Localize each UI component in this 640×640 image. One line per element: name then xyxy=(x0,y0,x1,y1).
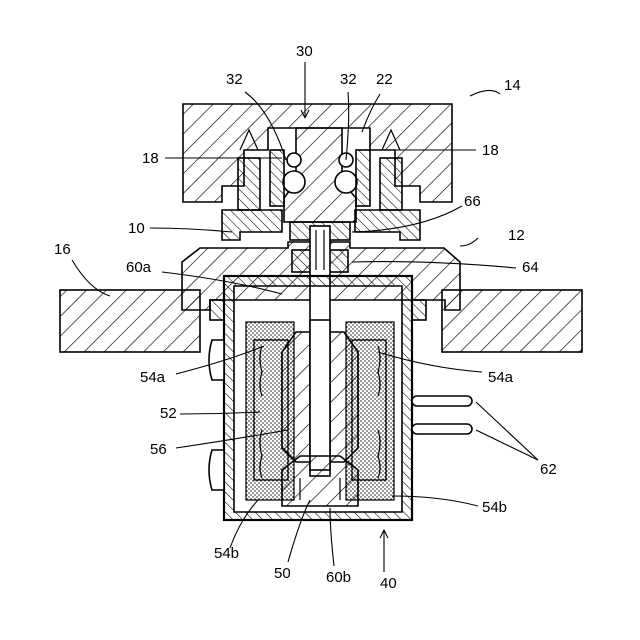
label-14: 14 xyxy=(504,77,521,94)
label-56: 56 xyxy=(150,441,167,458)
label-60b: 60b xyxy=(326,569,351,586)
label-18-left: 18 xyxy=(142,150,159,167)
label-12: 12 xyxy=(508,227,525,244)
label-18-right: 18 xyxy=(482,142,499,159)
side-plate-right xyxy=(442,290,582,352)
label-54b-left: 54b xyxy=(214,545,239,562)
label-30: 30 xyxy=(296,43,313,60)
label-66: 66 xyxy=(464,193,481,210)
lower-pole-50 xyxy=(282,456,358,506)
label-32-left: 32 xyxy=(226,71,243,88)
label-60a: 60a xyxy=(126,259,152,276)
label-40: 40 xyxy=(380,575,397,592)
label-54a-right: 54a xyxy=(488,369,514,386)
label-32-right: 32 xyxy=(340,71,357,88)
side-plate-left-16 xyxy=(60,290,200,352)
label-16: 16 xyxy=(54,241,71,258)
label-62: 62 xyxy=(540,461,557,478)
label-22: 22 xyxy=(376,71,393,88)
label-50: 50 xyxy=(274,565,291,582)
label-54b-right: 54b xyxy=(482,499,507,516)
label-64: 64 xyxy=(522,259,539,276)
label-52: 52 xyxy=(160,405,177,422)
label-10: 10 xyxy=(128,220,145,237)
rotor-56 xyxy=(282,320,358,470)
label-54a-left: 54a xyxy=(140,369,166,386)
